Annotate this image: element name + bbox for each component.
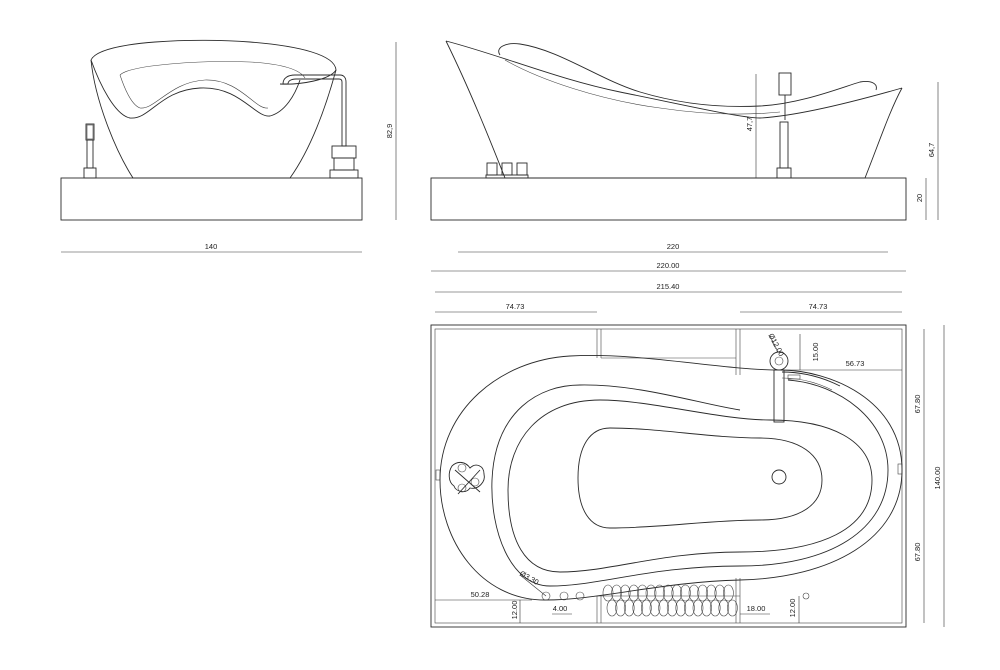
plan-left-bottom-gap-label: 12.00 (510, 601, 519, 620)
front-plinth (60, 177, 363, 221)
plan-woven-pattern (602, 584, 738, 617)
plan-drain-diameter-label: Ø3.30 (518, 569, 540, 587)
plan-overall-length-label: 220.00 (657, 261, 680, 270)
weave-loop (649, 599, 661, 617)
plan-right-small-gap-label: 18.00 (747, 604, 766, 613)
side-tub-back (498, 43, 877, 107)
weave-loop (619, 584, 631, 602)
weave-loop (645, 584, 657, 602)
weave-loop (714, 584, 726, 602)
weave-loop (680, 584, 691, 602)
plan-mixers (448, 461, 485, 495)
plan-faucet-offset-y-label: 15.00 (811, 343, 820, 362)
weave-loop (701, 599, 712, 617)
plan-inner-length-label: 215.40 (657, 282, 680, 291)
side-plinth (430, 177, 907, 221)
weave-loop (611, 584, 622, 602)
plan-left-clearance-label: 50.28 (471, 590, 490, 599)
side-inner-height-label: 47,7 (745, 117, 754, 132)
weave-loop (684, 599, 695, 617)
weave-loop (705, 584, 717, 602)
weave-loop (637, 584, 648, 602)
weave-loop (628, 584, 640, 602)
weave-loop (654, 584, 665, 602)
front-tub-rim (90, 39, 337, 85)
weave-loop (697, 584, 708, 602)
weave-loop (718, 599, 730, 617)
side-view: 47,7 64,7 20 220 (430, 40, 939, 253)
front-width-label: 140 (205, 242, 218, 251)
front-tub-inner-rim (90, 59, 301, 119)
plan-faucet-offset-x-label: 56.73 (846, 359, 865, 368)
side-base-height-label: 20 (915, 194, 924, 202)
plan-drain-holes (541, 591, 810, 601)
weave-loop (727, 599, 738, 617)
front-hand-shower (83, 123, 97, 179)
plan-outer-frame (430, 324, 907, 628)
weave-loop (615, 599, 626, 617)
front-height-label: 82,9 (385, 124, 394, 139)
side-length-label: 220 (667, 242, 680, 251)
plan-tub-basin (577, 427, 823, 529)
weave-loop (641, 599, 652, 617)
weave-loop (723, 584, 734, 602)
plan-right-bottom-gap-label: 12.00 (788, 599, 797, 618)
weave-loop (602, 584, 614, 602)
plan-left-small-gap-label: 4.00 (553, 604, 568, 613)
side-faucet (776, 72, 792, 179)
weave-loop (688, 584, 700, 602)
front-tub-body (90, 59, 337, 179)
plan-tub-inner (507, 399, 873, 573)
plan-right-span-label: 74.73 (809, 302, 828, 311)
plan-depth-label: 140.00 (933, 467, 942, 490)
weave-loop (623, 599, 635, 617)
plan-faucet-diameter-label: Ø12.00 (766, 332, 785, 358)
plan-faucet (769, 351, 841, 423)
plan-drain (771, 469, 787, 485)
side-tub-rim (445, 40, 903, 119)
weave-loop (671, 584, 683, 602)
plan-half-depth-top-label: 67.80 (913, 395, 922, 414)
weave-loop (666, 599, 678, 617)
plan-half-depth-bottom-label: 67.80 (913, 543, 922, 562)
weave-loop (632, 599, 644, 617)
plan-left-span-label: 74.73 (506, 302, 525, 311)
plan-tub-outer (439, 355, 903, 601)
plan-inner-frame (434, 328, 903, 624)
side-mixers (485, 162, 529, 179)
weave-loop (662, 584, 674, 602)
plan-tub-rim (491, 379, 889, 587)
weave-loop (709, 599, 721, 617)
front-faucet (282, 74, 347, 147)
weave-loop (606, 599, 618, 617)
weave-loop (658, 599, 669, 617)
side-height-label: 64,7 (927, 143, 936, 158)
front-view: 140 82,9 (60, 39, 397, 253)
weave-loop (692, 599, 704, 617)
weave-loop (675, 599, 687, 617)
plan-view: 220.00 215.40 74.73 74.73 (430, 261, 945, 628)
